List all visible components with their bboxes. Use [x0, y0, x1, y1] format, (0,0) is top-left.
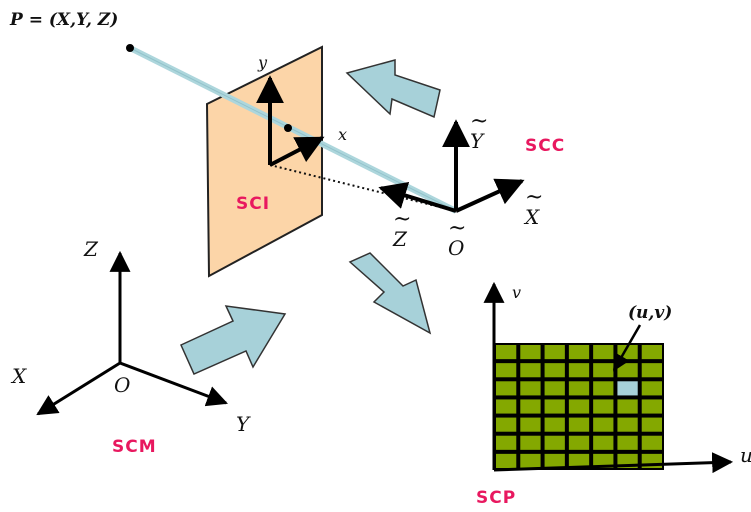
point-p-label: P = (X,Y, Z) — [9, 10, 118, 30]
scc-z-axis — [378, 182, 457, 213]
image-plane — [205, 45, 323, 278]
pixel-cell — [496, 345, 517, 360]
pixel-cell-highlighted — [617, 381, 638, 396]
pixel-cell — [617, 363, 638, 378]
pixel-cell — [520, 363, 541, 378]
pixel-cell — [544, 399, 565, 414]
pixel-cell — [544, 363, 565, 378]
svg-text:~: ~ — [525, 185, 543, 210]
transform-arrow-scc-to-sci — [345, 59, 441, 119]
pixel-cell — [520, 399, 541, 414]
pixel-uv-label: (u,v) — [628, 303, 672, 323]
pixel-cell — [544, 417, 565, 432]
pixel-pointer-arrow — [612, 324, 642, 372]
pixel-grid — [494, 343, 664, 470]
pixel-cell — [593, 453, 614, 468]
pixel-cell — [496, 417, 517, 432]
scp-frame-label: SCP — [476, 488, 516, 508]
pixel-cell — [496, 381, 517, 396]
scp-u-axis — [493, 452, 734, 474]
pixel-cell — [568, 399, 590, 414]
pixel-cell — [641, 417, 662, 432]
sci-x-label: x — [338, 125, 347, 144]
pixel-cell — [496, 363, 517, 378]
pixel-cell — [641, 435, 662, 450]
sci-frame-label: SCI — [236, 194, 270, 214]
scm-x-label: X — [10, 364, 27, 388]
pixel-cell — [496, 399, 517, 414]
transform-arrow-sci-to-scp — [348, 252, 432, 335]
svg-text:~: ~ — [393, 207, 411, 232]
pixel-cell — [617, 417, 638, 432]
scc-x-label: ~ X — [523, 185, 543, 229]
svg-text:Y: Y — [470, 129, 485, 153]
scp-v-label: v — [512, 283, 521, 302]
scc-frame-label: SCC — [525, 136, 565, 156]
scm-origin-label: O — [114, 373, 130, 397]
pixel-cell — [544, 453, 565, 468]
pixel-cell — [496, 453, 517, 468]
scc-y-label: ~ Y — [470, 109, 488, 153]
point-p-dot — [126, 44, 134, 52]
pixel-cell — [520, 453, 541, 468]
pixel-cell — [544, 435, 565, 450]
svg-text:X: X — [523, 205, 540, 229]
scm-y-label: Y — [236, 412, 251, 436]
scm-z-label: Z — [83, 237, 99, 261]
pixel-cell — [520, 381, 541, 396]
svg-text:~: ~ — [470, 109, 488, 134]
pixel-cell — [617, 399, 638, 414]
svg-text:O: O — [448, 236, 464, 260]
pixel-cell — [641, 399, 662, 414]
scc-origin-label: ~ O — [448, 216, 466, 260]
pixel-cell — [520, 345, 541, 360]
pixel-cell — [593, 345, 614, 360]
scm-frame-label: SCM — [112, 437, 157, 457]
pixel-cell — [641, 345, 662, 360]
pixel-cell — [593, 417, 614, 432]
pixel-cell — [593, 399, 614, 414]
pixel-cell — [617, 435, 638, 450]
scm-y-axis — [119, 361, 228, 407]
sci-x-axis — [269, 136, 325, 167]
pixel-cell — [593, 435, 614, 450]
scc-x-axis — [455, 178, 525, 213]
scc-z-label: ~ Z — [392, 207, 411, 251]
pixel-cell — [520, 435, 541, 450]
pixel-cell — [593, 381, 614, 396]
principal-dotted-line — [269, 164, 457, 212]
transform-arrow-scm-to-sci — [180, 305, 287, 375]
sci-y-label: y — [257, 53, 268, 72]
pixel-cell — [568, 345, 590, 360]
pixel-cell — [568, 453, 590, 468]
pixel-cell — [641, 381, 662, 396]
pixel-cell — [544, 345, 565, 360]
pixel-cell — [641, 363, 662, 378]
pixel-cell — [593, 363, 614, 378]
projected-point-dot — [284, 124, 292, 132]
scp-u-label: u — [740, 443, 751, 467]
pixel-cell — [544, 381, 565, 396]
scm-x-axis — [36, 361, 121, 416]
pixel-cell — [520, 417, 541, 432]
pixel-cell — [568, 417, 590, 432]
svg-text:Z: Z — [392, 227, 408, 251]
pixel-cell — [568, 435, 590, 450]
pixel-cell — [568, 381, 590, 396]
svg-text:~: ~ — [448, 216, 466, 241]
pixel-cell — [496, 435, 517, 450]
pixel-cell — [568, 363, 590, 378]
